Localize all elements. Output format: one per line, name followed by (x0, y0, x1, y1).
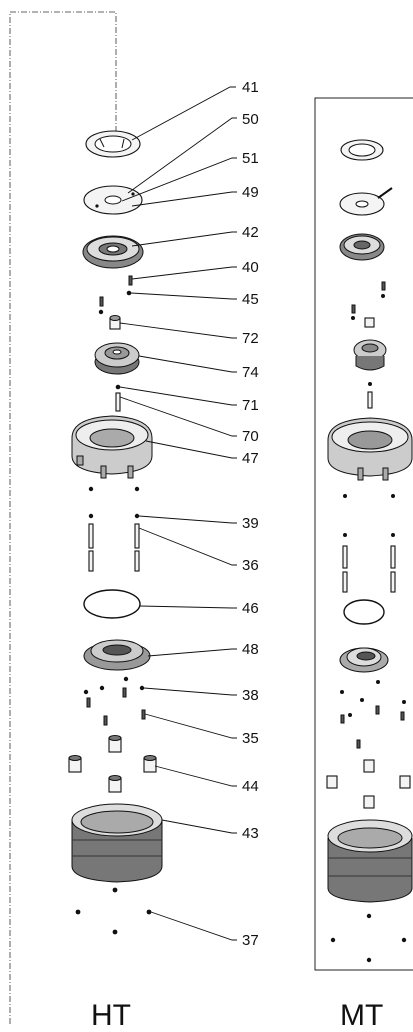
mt-frame (314, 97, 413, 971)
leader-lines (119, 86, 237, 941)
callout-49: 49 (242, 184, 259, 201)
callout-37: 37 (242, 932, 259, 949)
part-mesh-basket (71, 803, 163, 883)
part-ball (115, 384, 121, 390)
callout-46: 46 (242, 600, 259, 617)
callout-42: 42 (242, 224, 259, 241)
part-long-bolt (134, 523, 140, 549)
part-pin (128, 275, 133, 286)
callout-40: 40 (242, 259, 259, 276)
part-split-ring (85, 130, 141, 158)
callout-72: 72 (242, 330, 259, 347)
part-small-screw (99, 296, 104, 307)
part-long-bolt (88, 523, 94, 549)
ht-boundary-line (9, 11, 117, 1024)
callout-45: 45 (242, 291, 259, 308)
callout-36: 36 (242, 557, 259, 574)
callout-39: 39 (242, 515, 259, 532)
part-housing (71, 415, 153, 479)
part-set-screw (141, 709, 146, 720)
ht-parts (68, 130, 163, 935)
part-bolt (115, 392, 121, 412)
mt-parts (326, 139, 413, 963)
callout-51: 51 (242, 150, 259, 167)
part-bushing (68, 735, 157, 793)
callout-43: 43 (242, 825, 259, 842)
part-ball (146, 909, 152, 915)
callout-44: 44 (242, 778, 259, 795)
callout-48: 48 (242, 641, 259, 658)
callout-74: 74 (242, 364, 259, 381)
part-rotor (94, 342, 140, 375)
callout-50: 50 (242, 111, 259, 128)
part-stator-ring (82, 235, 144, 269)
callout-71: 71 (242, 397, 259, 414)
part-washer-plate (83, 185, 143, 215)
part-ball (126, 290, 132, 296)
callout-47: 47 (242, 450, 259, 467)
variant-label-ht: HT (91, 999, 131, 1032)
callout-70: 70 (242, 428, 259, 445)
part-flange-plate (83, 639, 151, 671)
callout-35: 35 (242, 730, 259, 747)
variant-label-mt: MT (340, 999, 383, 1032)
callout-labels: 41 50 51 49 42 40 45 72 74 71 70 47 39 3… (242, 79, 259, 949)
part-sleeve (109, 315, 121, 330)
callout-41: 41 (242, 79, 259, 96)
callout-38: 38 (242, 687, 259, 704)
part-ball (134, 513, 140, 519)
part-ball (88, 513, 94, 519)
part-o-ring (83, 589, 141, 619)
part-ball (139, 685, 145, 691)
